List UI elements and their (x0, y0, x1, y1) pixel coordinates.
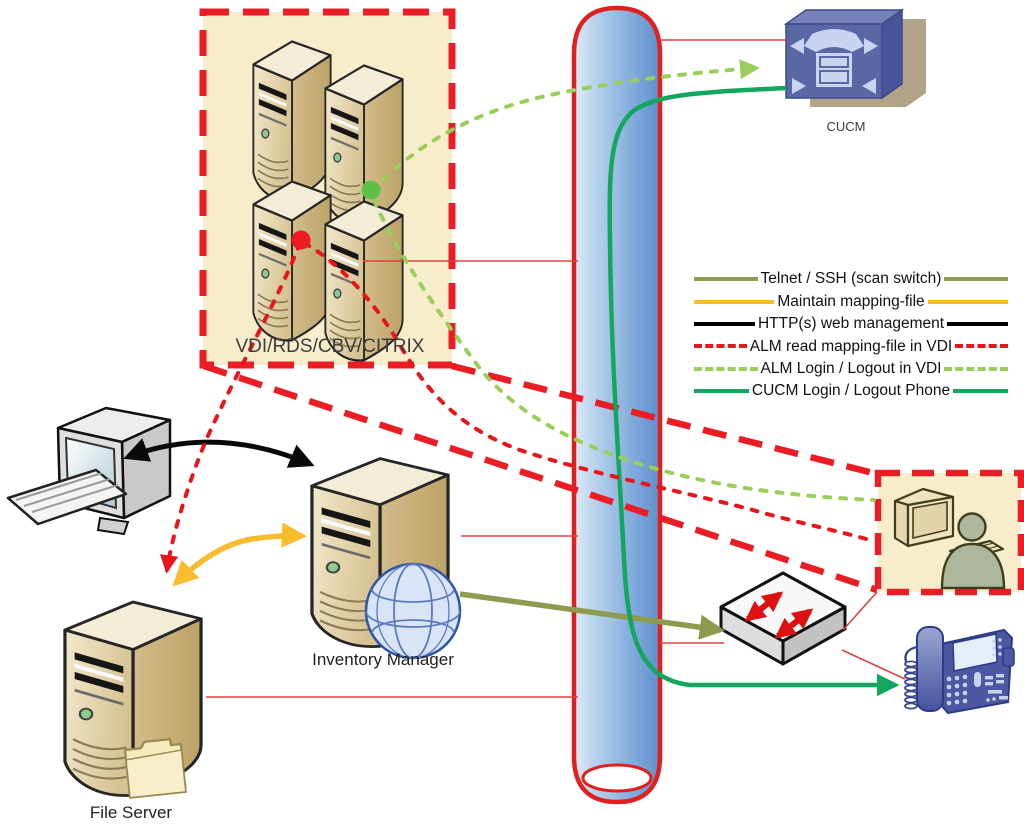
file-server-label: File Server (90, 803, 173, 822)
flow-alm-read-user (302, 241, 872, 542)
inventory-manager-icon (310, 456, 462, 660)
legend-line-sample (927, 299, 1009, 304)
legend-item: ALM read mapping-file in VDI (694, 335, 1008, 357)
flow-alm-read-file (159, 241, 302, 574)
flow-telnet-ssh (459, 591, 726, 640)
legend-item: HTTP(s) web management (694, 313, 1008, 335)
zone-projection-lines (202, 362, 879, 594)
link-userzone-switch (842, 591, 878, 631)
ip-phone-icon (904, 626, 1015, 715)
legend-line-sample (694, 321, 755, 326)
legend-item: Telnet / SSH (scan switch) (694, 268, 1008, 290)
file-server-icon (63, 600, 203, 799)
legend-line-sample (944, 277, 1008, 282)
legend: Telnet / SSH (scan switch) Maintain mapp… (694, 268, 1009, 402)
vdi-user-icon (893, 487, 1006, 590)
cucm-icon (783, 8, 926, 107)
legend-item-label: ALM Login / Logout in VDI (760, 360, 942, 377)
legend-line-sample (694, 344, 747, 349)
alm-read-endpoint-dot (291, 230, 311, 250)
vdi-server-cluster-icon (252, 40, 404, 362)
legend-item: Maintain mapping-file (694, 290, 1009, 312)
link-switch-phone (841, 649, 906, 680)
flow-alm-login-to-cucm (370, 59, 760, 193)
device-links (206, 39, 906, 698)
flow-http-management (123, 438, 315, 468)
legend-line-sample (694, 277, 758, 282)
legend-line-sample (953, 389, 1008, 394)
legend-line-sample (694, 366, 758, 371)
legend-line-sample (955, 344, 1008, 349)
legend-line-sample (694, 389, 749, 394)
switch-icon (719, 571, 847, 666)
legend-line-sample (694, 299, 775, 304)
legend-item: CUCM Login / Logout Phone (694, 380, 1008, 402)
flow-alm-login-user (372, 198, 876, 502)
legend-item-label: HTTP(s) web management (757, 315, 945, 333)
legend-item-label: Telnet / SSH (scan switch) (760, 270, 942, 288)
alm-login-endpoint-dot (361, 180, 381, 200)
legend-line-sample (947, 321, 1008, 326)
cucm-label: CUCM (827, 119, 866, 134)
vdi-box-label: VDI/RDS/CBV/CITRIX (236, 336, 425, 357)
legend-item-label: ALM read mapping-file in VDI (749, 337, 953, 355)
legend-item-label: Maintain mapping-file (777, 292, 925, 310)
admin-workstation-icon (6, 406, 172, 536)
legend-item: ALM Login / Logout in VDI (694, 358, 1009, 380)
flow-cucm-login-logout (607, 85, 900, 697)
legend-item-label: CUCM Login / Logout Phone (751, 382, 951, 400)
legend-line-sample (944, 366, 1009, 371)
flow-maintain-mapping-file (172, 522, 308, 587)
inventory-manager-label: Inventory Manager (312, 650, 454, 669)
